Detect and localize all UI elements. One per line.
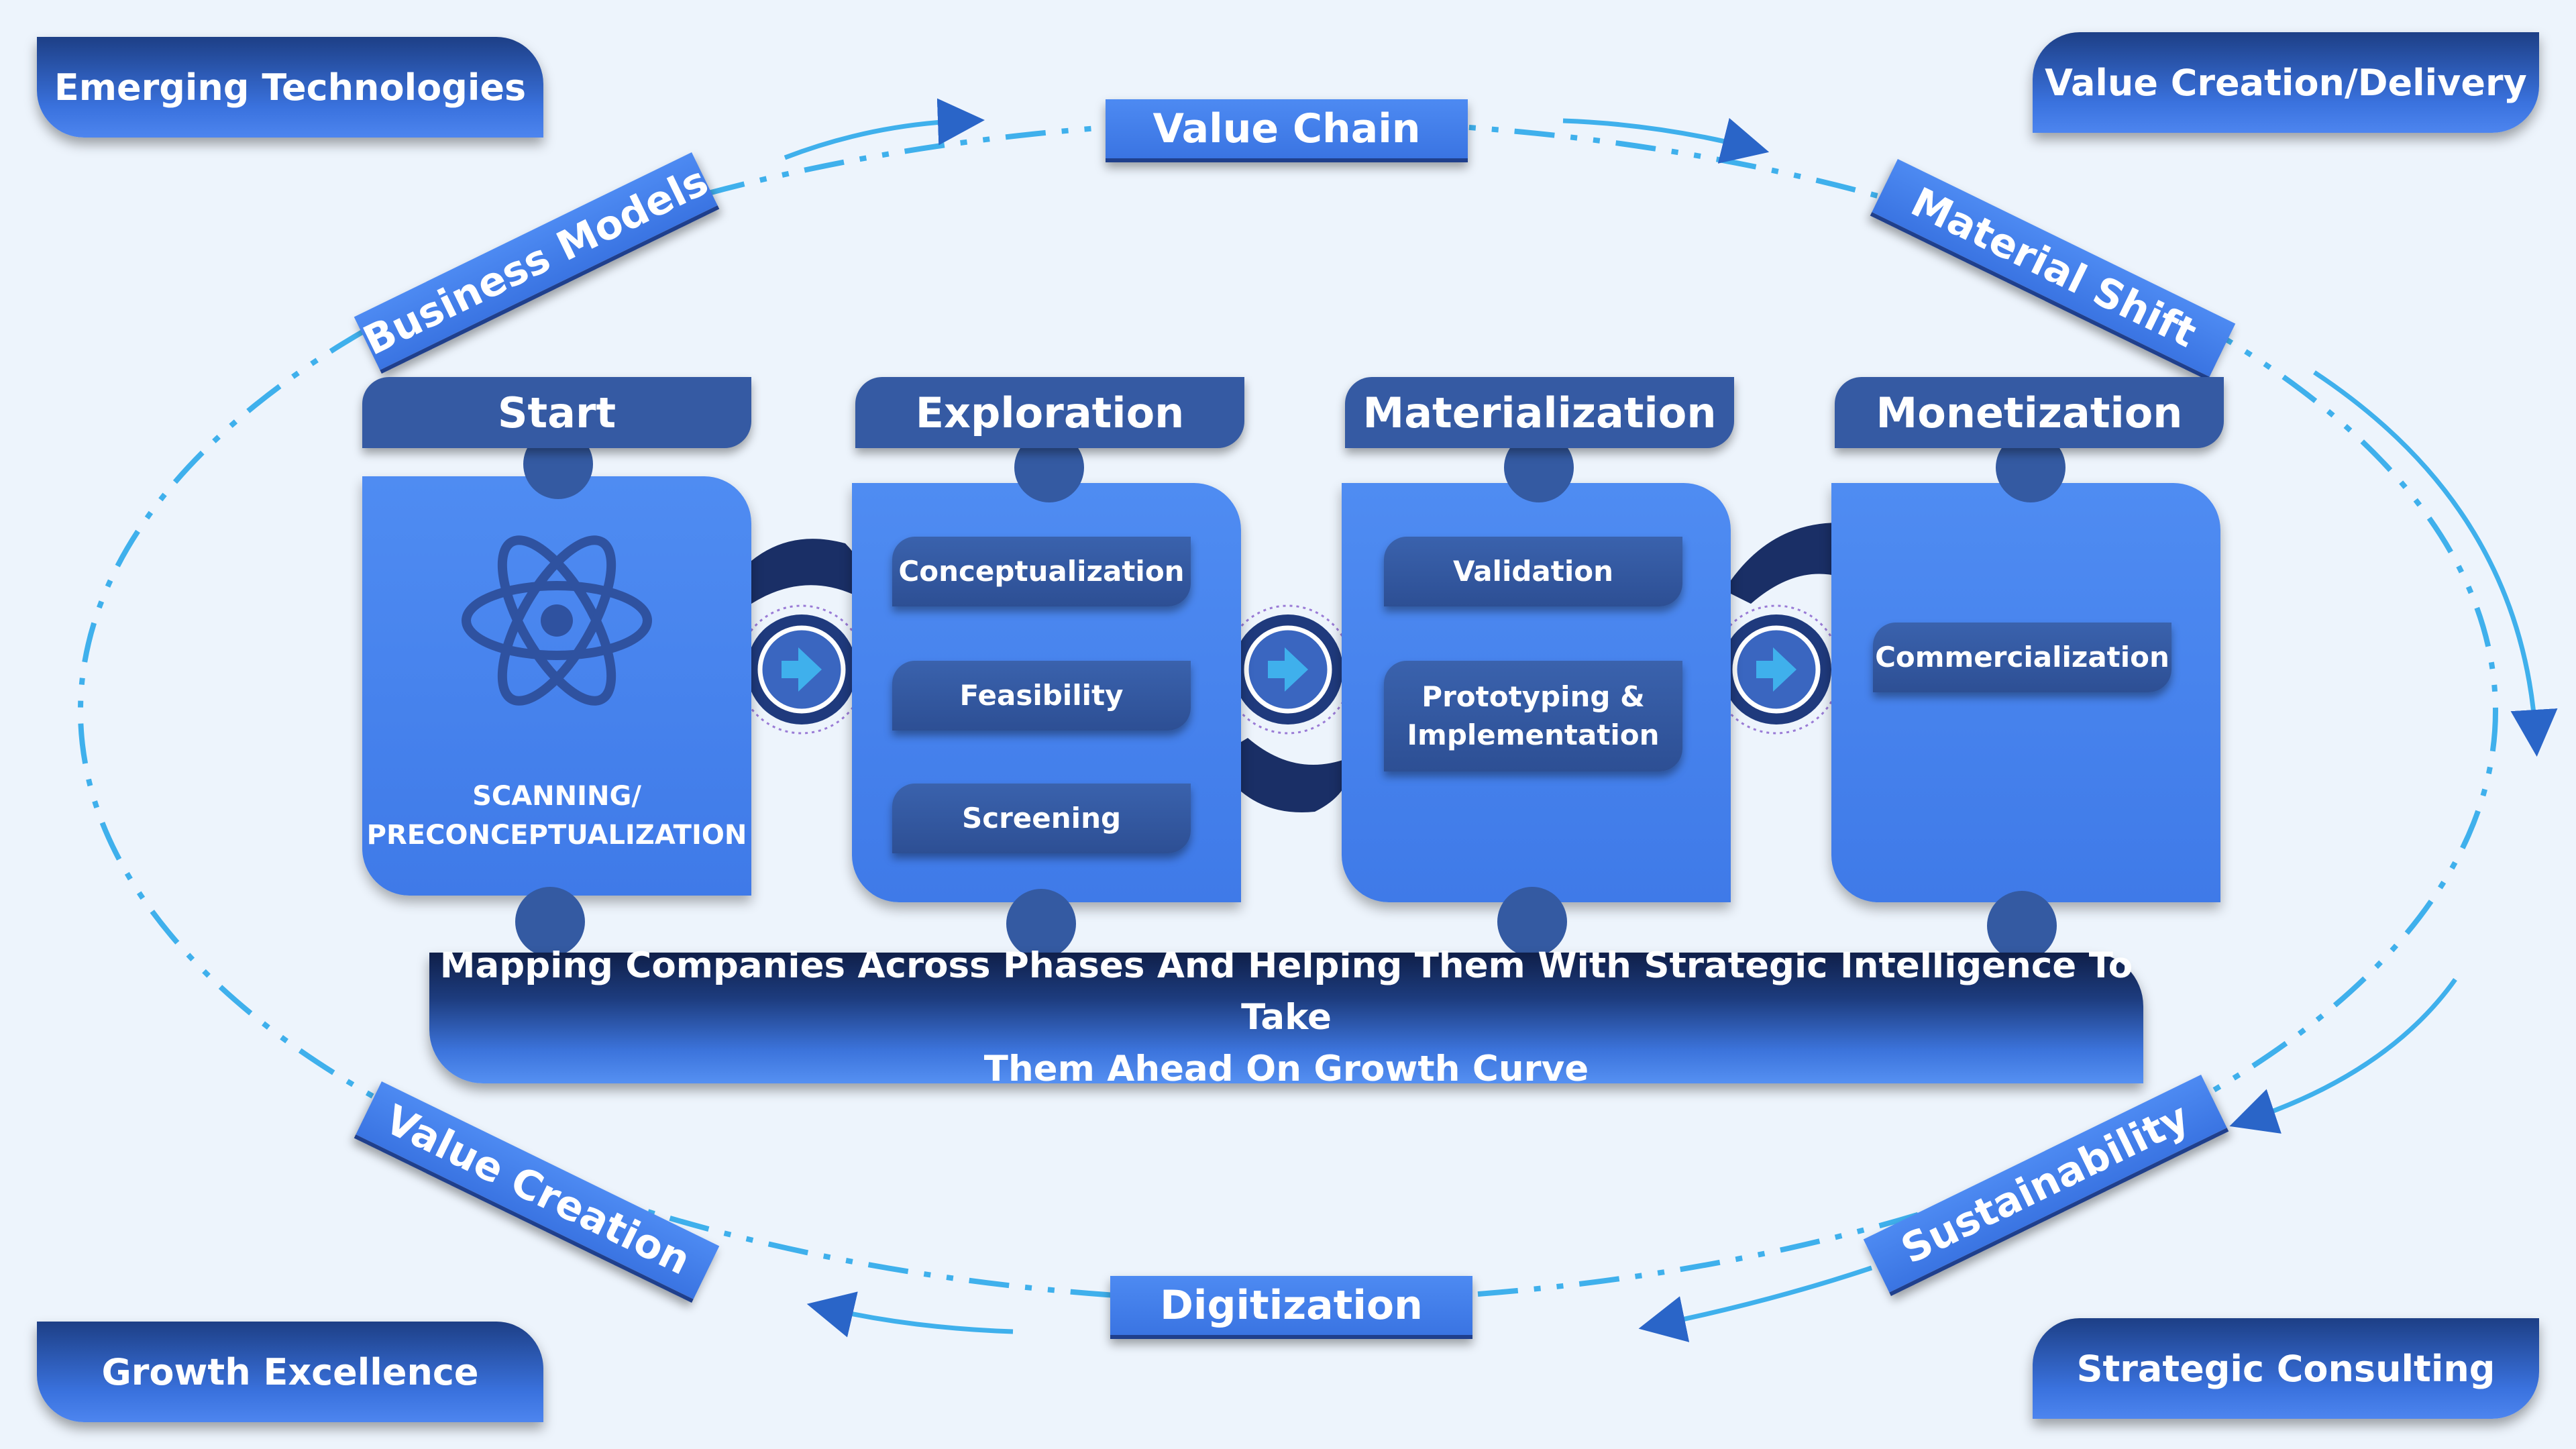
flow-arrow-right	[2313, 370, 2558, 757]
step-arrow-2	[1223, 604, 1353, 735]
phase-title-materialization: Materialization	[1345, 377, 1734, 448]
summary-banner-line1: Mapping Companies Across Phases And Help…	[439, 945, 2133, 1038]
item-validation: Validation	[1384, 537, 1682, 606]
corner-label-top-right: Value Creation/Delivery	[2033, 32, 2539, 133]
phase-title-start: Start	[362, 377, 751, 448]
summary-banner-line2: Them Ahead On Growth Curve	[983, 1048, 1589, 1089]
flow-arrow-bottom-right	[1638, 1265, 1873, 1342]
item-conceptualization: Conceptualization	[892, 537, 1191, 606]
flow-arrow-bottom-right-upper	[2229, 977, 2457, 1134]
flow-arrow-bottom-left	[806, 1291, 1014, 1338]
phase-start-description: SCANNING/ PRECONCEPTUALIZATION	[362, 777, 751, 855]
corner-label-bottom-left: Growth Excellence	[37, 1322, 543, 1422]
connector-swoosh-1	[724, 539, 863, 604]
item-screening: Screening	[892, 784, 1191, 853]
corner-label-bottom-right: Strategic Consulting	[2033, 1318, 2539, 1419]
phase-monetization-bottom-connector	[1987, 891, 2057, 961]
step-arrow-3	[1711, 604, 1841, 735]
item-prototyping-line2: Implementation	[1407, 718, 1660, 751]
phase-materialization-bottom-connector	[1497, 887, 1567, 957]
phase-exploration-bottom-connector	[1006, 889, 1076, 959]
phase-card-monetization	[1831, 483, 2220, 902]
corner-label-top-left: Emerging Technologies	[37, 37, 543, 138]
flow-arrow-top-right	[1562, 117, 1770, 164]
atom-icon	[462, 535, 652, 706]
phase-start-line1: SCANNING/	[472, 781, 641, 812]
phase-title-exploration: Exploration	[855, 377, 1244, 448]
step-arrow-1	[737, 604, 867, 735]
summary-banner: Mapping Companies Across Phases And Help…	[429, 945, 2143, 1089]
flow-arrow-top-left	[784, 98, 985, 160]
item-prototyping-line1: Prototyping &	[1421, 680, 1645, 713]
connector-swoosh-3	[1724, 523, 1867, 604]
phase-start-line2: PRECONCEPTUALIZATION	[366, 820, 747, 851]
connector-swoosh-2	[1214, 738, 1350, 812]
item-commercialization: Commercialization	[1873, 623, 2171, 692]
ring-label-digitization: Digitization	[1110, 1276, 1472, 1339]
item-prototyping-implementation: Prototyping & Implementation	[1384, 661, 1682, 771]
phase-start-bottom-connector	[515, 887, 585, 957]
ring-label-value-chain: Value Chain	[1106, 99, 1468, 162]
phase-card-start	[362, 476, 751, 896]
phase-title-monetization: Monetization	[1835, 377, 2224, 448]
item-feasibility: Feasibility	[892, 661, 1191, 731]
